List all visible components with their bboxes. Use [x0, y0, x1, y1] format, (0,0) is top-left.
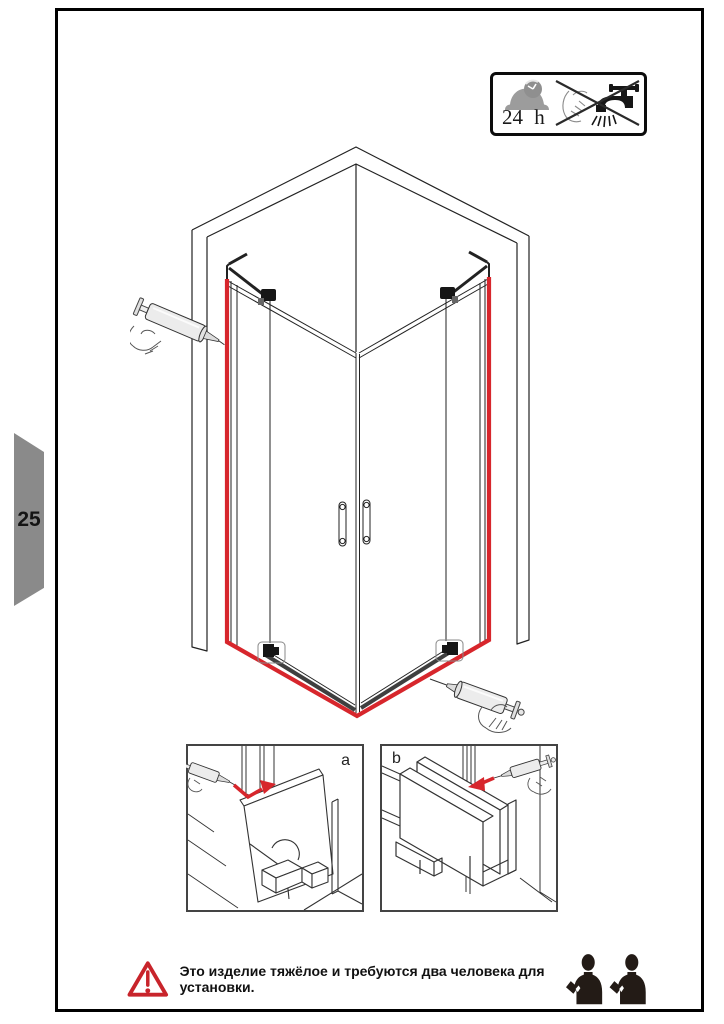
detail-view-b: b — [380, 744, 558, 912]
sealant-syringe-top-left — [130, 297, 225, 355]
hand-sketch — [187, 777, 203, 793]
sealant-syringe-small — [186, 758, 235, 793]
panel-and-base — [239, 768, 363, 911]
page-number: 25 — [17, 507, 41, 531]
page-tab: 25 — [14, 433, 44, 606]
glass-edge-lines — [381, 746, 557, 903]
sealant-arrow — [232, 780, 276, 800]
top-hinges — [258, 287, 458, 305]
detail-a-drawing — [186, 744, 364, 912]
sealant-line-red — [224, 277, 492, 719]
sealant-syringe-small — [493, 754, 556, 795]
no-water-24h-icon — [505, 79, 640, 128]
warning-triangle-icon — [127, 961, 169, 997]
bottom-hinges — [257, 639, 464, 664]
shower-enclosure-diagram — [130, 146, 530, 733]
person-silhouette — [566, 954, 603, 1005]
hinge-clamp — [395, 756, 517, 887]
detail-view-a: a — [186, 744, 364, 912]
cross-out-lines — [555, 80, 640, 126]
page-border-frame — [55, 8, 704, 1012]
walls — [191, 146, 530, 652]
hand-sketch — [562, 90, 588, 123]
wait-24h-badge: 24 h — [490, 72, 647, 136]
warning-text: Это изделие тяжёлое и требуются два чело… — [179, 963, 545, 995]
support-arms — [226, 250, 490, 298]
person-silhouette — [609, 954, 647, 1005]
sealant-arrow — [468, 776, 495, 791]
hand-sketch — [478, 704, 512, 733]
detail-a-label: a — [341, 752, 350, 769]
hand-sketch — [130, 325, 162, 355]
detail-b-drawing — [380, 744, 558, 912]
door-handles — [338, 499, 371, 547]
duration-label: 24 h — [502, 105, 545, 129]
hand-sketch — [527, 776, 552, 795]
warning-row: Это изделие тяжёлое и требуются два чело… — [126, 950, 650, 1008]
glass-panels — [227, 278, 489, 713]
clock-dome-icon — [505, 79, 549, 110]
two-installers-icon — [566, 954, 647, 1005]
sealant-syringe-bottom-right — [429, 678, 525, 733]
background-lines — [187, 813, 239, 909]
detail-b-label: b — [392, 750, 401, 767]
